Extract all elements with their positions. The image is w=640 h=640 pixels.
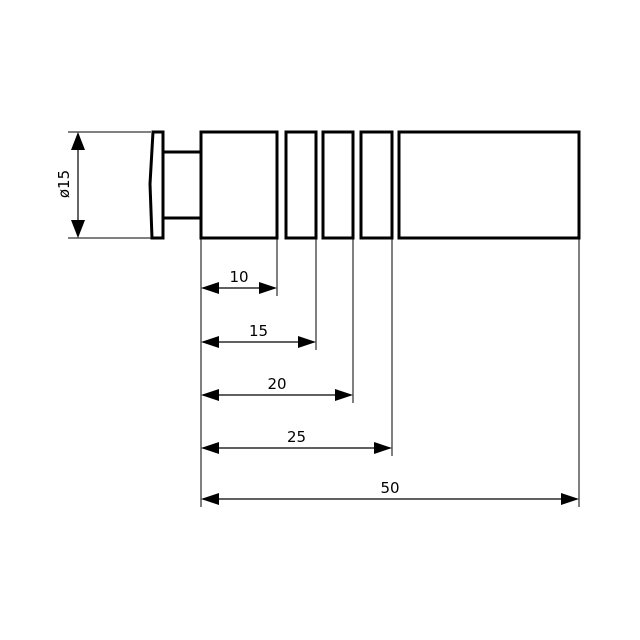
dimension-arrow-left-25 <box>201 442 219 454</box>
dimension-arrow-right-50 <box>561 493 579 505</box>
diameter-label: ø15 <box>55 170 73 198</box>
dimension-label-10: 10 <box>229 268 248 286</box>
dimension-arrow-right-25 <box>374 442 392 454</box>
cap-plate <box>148 130 165 240</box>
segment-5 <box>397 130 581 240</box>
segment-1 <box>199 130 279 240</box>
dimension-arrow-left-20 <box>201 389 219 401</box>
segment-2 <box>284 130 318 240</box>
length-dimensions: 10 15 20 25 50 <box>201 268 579 505</box>
dimension-label-20: 20 <box>267 375 286 393</box>
dimension-arrow-left-15 <box>201 336 219 348</box>
dimension-label-25: 25 <box>287 428 306 446</box>
dimension-arrow-left-50 <box>201 493 219 505</box>
segment-3 <box>321 130 355 240</box>
diameter-arrow-top <box>71 132 85 150</box>
dimension-arrow-left-10 <box>201 282 219 294</box>
dimension-arrow-right-10 <box>259 282 277 294</box>
diameter-arrow-bottom <box>71 220 85 238</box>
neck <box>161 150 203 220</box>
diameter-dimension: ø15 <box>55 131 151 239</box>
body-segments <box>199 130 581 240</box>
dimension-arrow-right-20 <box>335 389 353 401</box>
segment-4 <box>359 130 394 240</box>
dimension-label-50: 50 <box>380 479 399 497</box>
dimension-arrow-right-15 <box>298 336 316 348</box>
extension-lines <box>200 132 580 507</box>
dimension-label-15: 15 <box>249 322 268 340</box>
